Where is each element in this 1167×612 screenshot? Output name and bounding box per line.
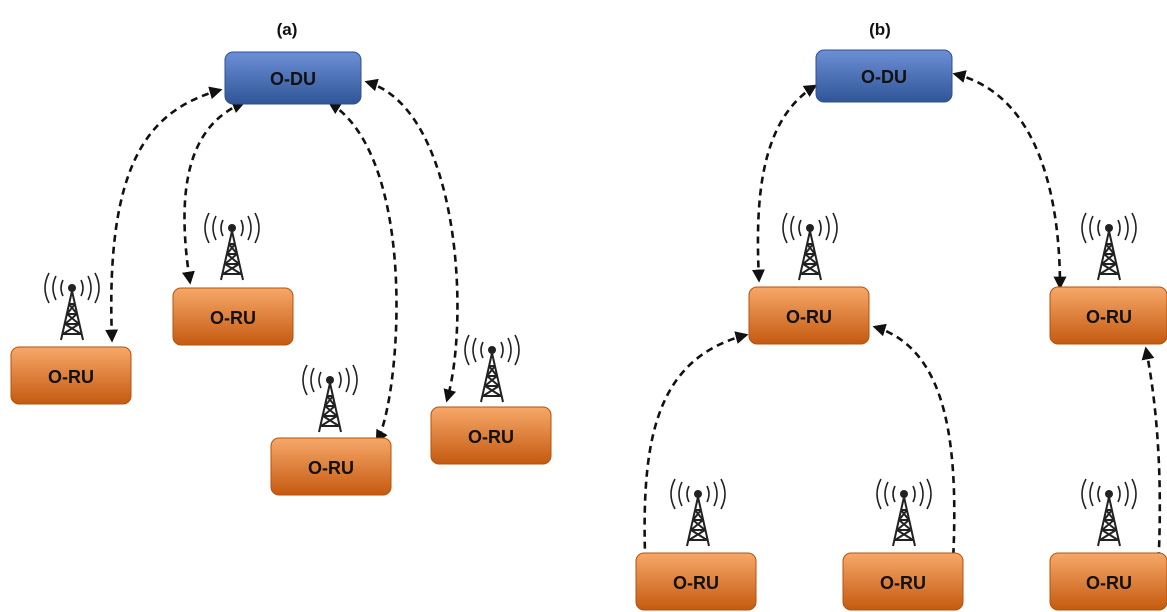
link-ru-middle-to-ru-right xyxy=(872,323,960,583)
oru-node-bottom-middle: O-RU xyxy=(842,478,964,611)
radio-tower-icon xyxy=(464,334,520,403)
radio-tower-icon xyxy=(44,272,100,341)
oru-label: O-RU xyxy=(1086,573,1132,593)
oru-node-4: O-RU xyxy=(430,334,552,465)
link-du-to-ru-right xyxy=(952,70,1067,290)
panel-b-label: (b) xyxy=(869,20,891,39)
link-ru-right-to-ru-bottom xyxy=(1141,346,1166,573)
oru-label: O-RU xyxy=(786,307,832,327)
oru-label: O-RU xyxy=(210,308,256,328)
oru-node-bottom-right: O-RU xyxy=(1049,478,1167,611)
link-ru-middle-to-ru-left xyxy=(639,331,749,583)
oru-label: O-RU xyxy=(880,573,926,593)
oru-label: O-RU xyxy=(468,427,514,447)
link-du-to-ru-4 xyxy=(364,78,459,403)
link-du-to-ru-3 xyxy=(327,101,398,444)
link-du-to-ru-middle xyxy=(751,84,818,283)
panel-a-label: (a) xyxy=(277,20,298,39)
odu-node: O-DU xyxy=(815,49,953,103)
oru-label: O-RU xyxy=(673,573,719,593)
panel-a: (a) O-DU O-RU O-RU O-RU xyxy=(10,20,552,496)
oru-node-3: O-RU xyxy=(270,364,392,496)
oru-node-bottom-left: O-RU xyxy=(635,478,757,611)
radio-tower-icon xyxy=(670,478,726,547)
radio-tower-icon xyxy=(782,212,838,281)
radio-tower-icon xyxy=(1081,478,1137,547)
oru-label: O-RU xyxy=(48,367,94,387)
radio-tower-icon xyxy=(204,212,260,281)
oru-node-middle: O-RU xyxy=(748,212,870,345)
oru-node-1: O-RU xyxy=(10,272,132,405)
oru-node-right: O-RU xyxy=(1049,212,1167,345)
radio-tower-icon xyxy=(1081,212,1137,281)
panel-b: (b) O-DU O-RU O-RU O-RU xyxy=(635,20,1167,611)
oru-node-2: O-RU xyxy=(172,212,294,346)
odu-label: O-DU xyxy=(270,69,316,89)
radio-tower-icon xyxy=(876,478,932,547)
odu-node: O-DU xyxy=(224,51,362,105)
oru-label: O-RU xyxy=(1086,307,1132,327)
oru-label: O-RU xyxy=(308,458,354,478)
link-du-to-ru-1 xyxy=(105,86,223,343)
radio-tower-icon xyxy=(302,364,358,433)
odu-label: O-DU xyxy=(861,67,907,87)
